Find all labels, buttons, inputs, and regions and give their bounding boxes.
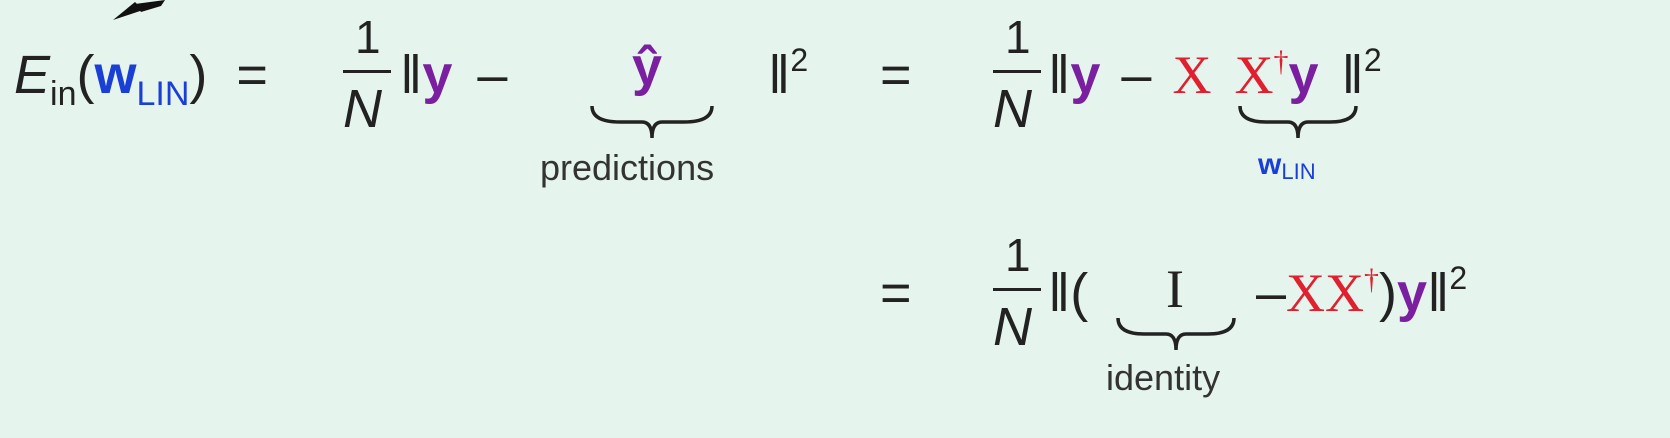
lin-label: LIN <box>1281 159 1316 184</box>
y-symbol: y <box>1070 45 1101 105</box>
row1-right-expression: ‖y – X X†y ‖2 <box>1048 44 1382 105</box>
identity-brace <box>1116 317 1236 351</box>
lhs-expression: Ein(wLIN) = <box>14 45 268 111</box>
row2-numerator: 1 <box>1005 229 1031 281</box>
close-paren: ) <box>189 45 208 105</box>
row1-norm-close: ‖2 <box>768 44 808 105</box>
norm-open: ‖ <box>400 45 423 105</box>
row1-equals: = <box>880 45 912 105</box>
row2-fraction-bar <box>993 288 1041 291</box>
norm-open: ‖ <box>1048 45 1071 105</box>
lin-subscript: LIN <box>136 75 190 113</box>
wlin-brace <box>1238 105 1358 139</box>
wlin-label: wLIN <box>1258 148 1316 183</box>
norm-close: ‖ <box>1427 263 1450 323</box>
row1-right-numerator: 1 <box>1005 11 1031 63</box>
row1-right-fraction-bar <box>993 70 1041 73</box>
equals-sign: = <box>236 45 268 105</box>
in-subscript: in <box>50 75 77 113</box>
norm-close: ‖ <box>1341 45 1364 105</box>
row2-equals: = <box>880 263 912 323</box>
dagger-symbol: † <box>1273 45 1289 78</box>
fraction-numerator: 1 <box>355 11 381 63</box>
square-exponent: 2 <box>790 42 809 78</box>
x-matrix: X <box>1172 45 1212 105</box>
arrow-icon <box>113 0 165 20</box>
dagger-symbol: † <box>1364 263 1380 296</box>
row1-norm-expression: ‖y – <box>400 48 507 102</box>
close-paren: ) <box>1379 263 1398 323</box>
minus-sign: – <box>477 45 508 105</box>
open-paren: ( <box>76 45 95 105</box>
row2-norm-open: ‖( <box>1048 263 1089 323</box>
fraction-bar <box>343 70 391 73</box>
row1-right-denominator: N <box>993 79 1032 139</box>
norm-close: ‖ <box>768 45 791 105</box>
identity-label: identity <box>1106 357 1221 398</box>
minus-sign: – <box>1121 45 1152 105</box>
identity-matrix: I <box>1166 259 1184 319</box>
fraction-denominator: N <box>343 79 382 139</box>
y-symbol: y <box>1397 263 1428 323</box>
predictions-brace <box>590 105 714 139</box>
y-symbol: y <box>422 45 453 105</box>
w-label: w <box>1258 148 1282 181</box>
w-symbol: w <box>94 45 137 105</box>
y-symbol-2: y <box>1288 45 1319 105</box>
row2-expression: –XX†)y‖2 <box>1256 262 1467 323</box>
square-exponent: 2 <box>1449 260 1468 296</box>
e-symbol: E <box>14 45 51 105</box>
y-hat-symbol: ŷ <box>632 37 663 97</box>
square-exponent: 2 <box>1363 42 1382 78</box>
row2-denominator: N <box>993 297 1032 357</box>
predictions-label: predictions <box>540 147 715 188</box>
minus-sign: – <box>1256 263 1287 323</box>
x-pseudo-inverse: X <box>1234 45 1274 105</box>
xx-pseudo-inverse: XX <box>1286 263 1365 323</box>
